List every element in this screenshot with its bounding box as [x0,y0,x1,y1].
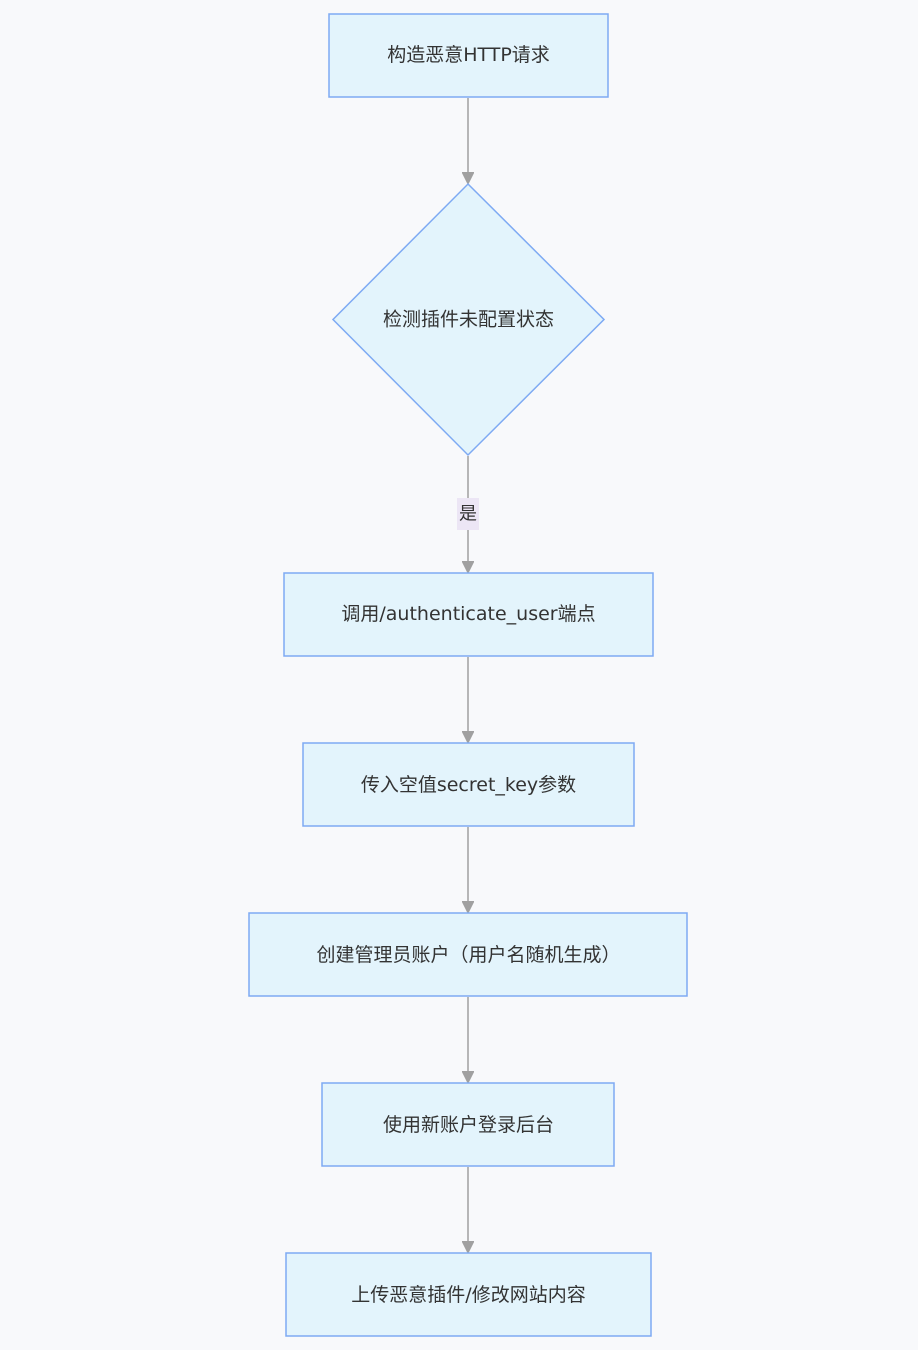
edge-label-yes: 是 [457,498,479,530]
node-upload-plugin-label: 上传恶意插件/修改网站内容 [351,1284,585,1306]
node-construct-request: 构造恶意HTTP请求 [328,13,609,98]
edge-label-background [457,498,479,530]
node-detect-plugin-state: 检测插件未配置状态 [331,182,606,457]
node-detect-plugin-state-label: 检测插件未配置状态 [383,309,554,331]
node-login-backend: 使用新账户登录后台 [321,1082,615,1167]
node-empty-secret-key-label: 传入空值secret_key参数 [361,774,576,796]
node-create-admin-label: 创建管理员账户（用户名随机生成） [316,944,620,966]
node-construct-request-label: 构造恶意HTTP请求 [387,44,550,66]
node-upload-plugin: 上传恶意插件/修改网站内容 [285,1252,652,1337]
node-create-admin: 创建管理员账户（用户名随机生成） [248,912,688,997]
node-call-endpoint: 调用/authenticate_user端点 [283,572,654,657]
node-login-backend-label: 使用新账户登录后台 [383,1114,554,1136]
edge-label-text: 是 [459,504,477,525]
node-call-endpoint-label: 调用/authenticate_user端点 [341,603,595,625]
node-empty-secret-key: 传入空值secret_key参数 [302,742,635,827]
